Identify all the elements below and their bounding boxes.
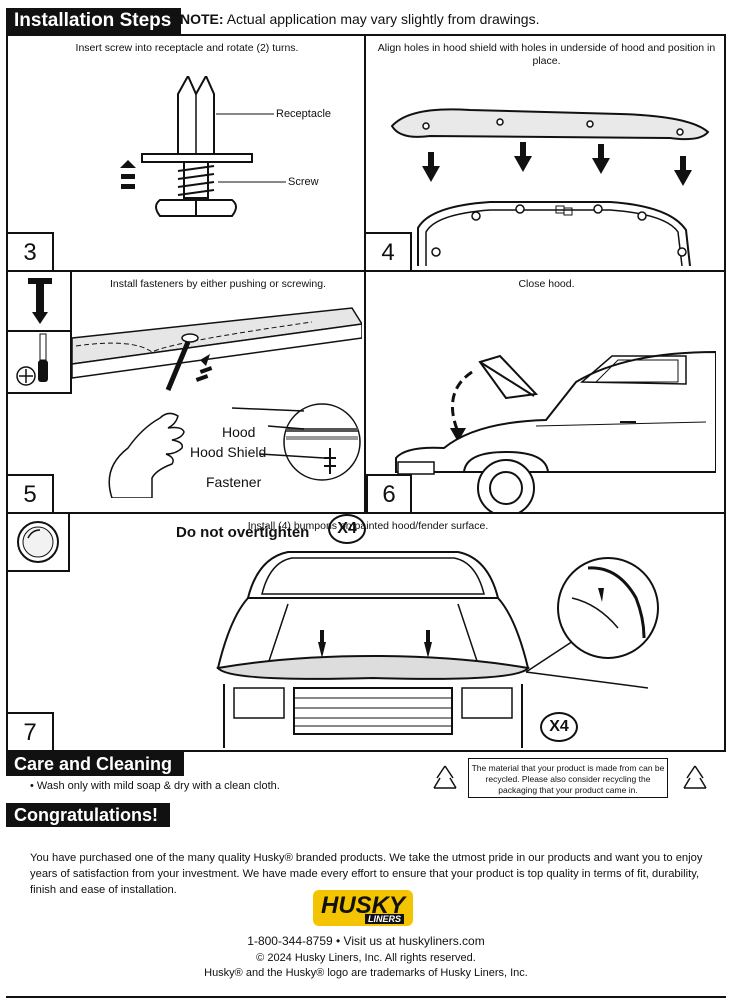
care-instruction: • Wash only with mild soap & dry with a … [30, 780, 280, 792]
overtighten-warning: Do not overtighten [176, 524, 310, 541]
congratulations-heading: Congratulations! [6, 803, 170, 827]
steps-grid: Insert screw into receptacle and rotate … [6, 34, 726, 752]
step-6-panel: Close hood. 6 [366, 272, 724, 514]
step-6-caption: Close hood. [518, 278, 575, 290]
screw-label: Screw [288, 176, 319, 188]
hood-shield-label: Hood Shield [190, 444, 267, 460]
hood-label: Hood [222, 424, 256, 440]
step-3-number: 3 [8, 232, 54, 270]
recycle-icon-left [433, 765, 457, 789]
husky-liners-logo: HUSKY LINERS [313, 890, 413, 926]
close-hood-illustration [395, 350, 716, 512]
fastener-label: Fastener [206, 474, 262, 490]
screwdriver-thumbnail-box [8, 330, 72, 394]
step-4-panel: Align holes in hood shield with holes in… [366, 36, 724, 272]
screw-receptacle-illustration [120, 76, 286, 217]
step-3-caption: Insert screw into receptacle and rotate … [75, 42, 299, 54]
note-label: NOTE: [180, 11, 224, 27]
trademark-line: Husky® and the Husky® logo are trademark… [204, 967, 528, 979]
note-text: Actual application may vary slightly fro… [226, 11, 540, 27]
contact-line: 1-800-344-8759 • Visit us at huskyliners… [247, 934, 485, 948]
step-6-number: 6 [366, 474, 412, 512]
logo-sub-text: LINERS [365, 914, 405, 924]
fastener-install-illustration [72, 307, 362, 498]
copyright-line: © 2024 Husky Liners, Inc. All rights res… [256, 952, 476, 964]
step-3-panel: Insert screw into receptacle and rotate … [8, 36, 366, 272]
receptacle-label: Receptacle [276, 108, 332, 120]
note-line: NOTE: Actual application may vary slight… [180, 11, 539, 27]
quantity-badge-step5: X4 [328, 514, 366, 544]
step-5-caption: Install fasteners by either pushing or s… [110, 278, 326, 290]
recycle-icon-right [683, 765, 707, 789]
care-and-cleaning-heading: Care and Cleaning [6, 752, 185, 776]
truck-front-bumpon-illustration [216, 551, 659, 748]
bottom-rule [6, 996, 726, 998]
hood-shield-alignment-illustration [390, 108, 710, 266]
fastener-thumbnail-box [8, 272, 72, 332]
step-5-panel: Install fasteners by either pushing or s… [8, 272, 366, 544]
bumpon-icon [17, 521, 59, 563]
congratulations-paragraph: You have purchased one of the many quali… [30, 852, 703, 896]
step-7-panel: Install (4) bumpons on painted hood/fend… [8, 514, 724, 750]
step-4-caption: Align holes in hood shield with holes in… [377, 42, 716, 67]
screwdriver-icon [16, 333, 48, 386]
step-7-caption: Install (4) bumpons on painted hood/fend… [247, 520, 489, 532]
step-4-number: 4 [366, 232, 412, 270]
step-7-number: 7 [8, 712, 54, 750]
installation-steps-heading: Installation Steps [6, 8, 182, 34]
quantity-badge-step7: X4 [540, 712, 578, 742]
bumpon-thumbnail-box [8, 514, 70, 572]
recycle-note: The material that your product is made f… [468, 758, 668, 798]
step-5-number: 5 [8, 474, 54, 512]
push-fastener-icon [28, 278, 52, 324]
